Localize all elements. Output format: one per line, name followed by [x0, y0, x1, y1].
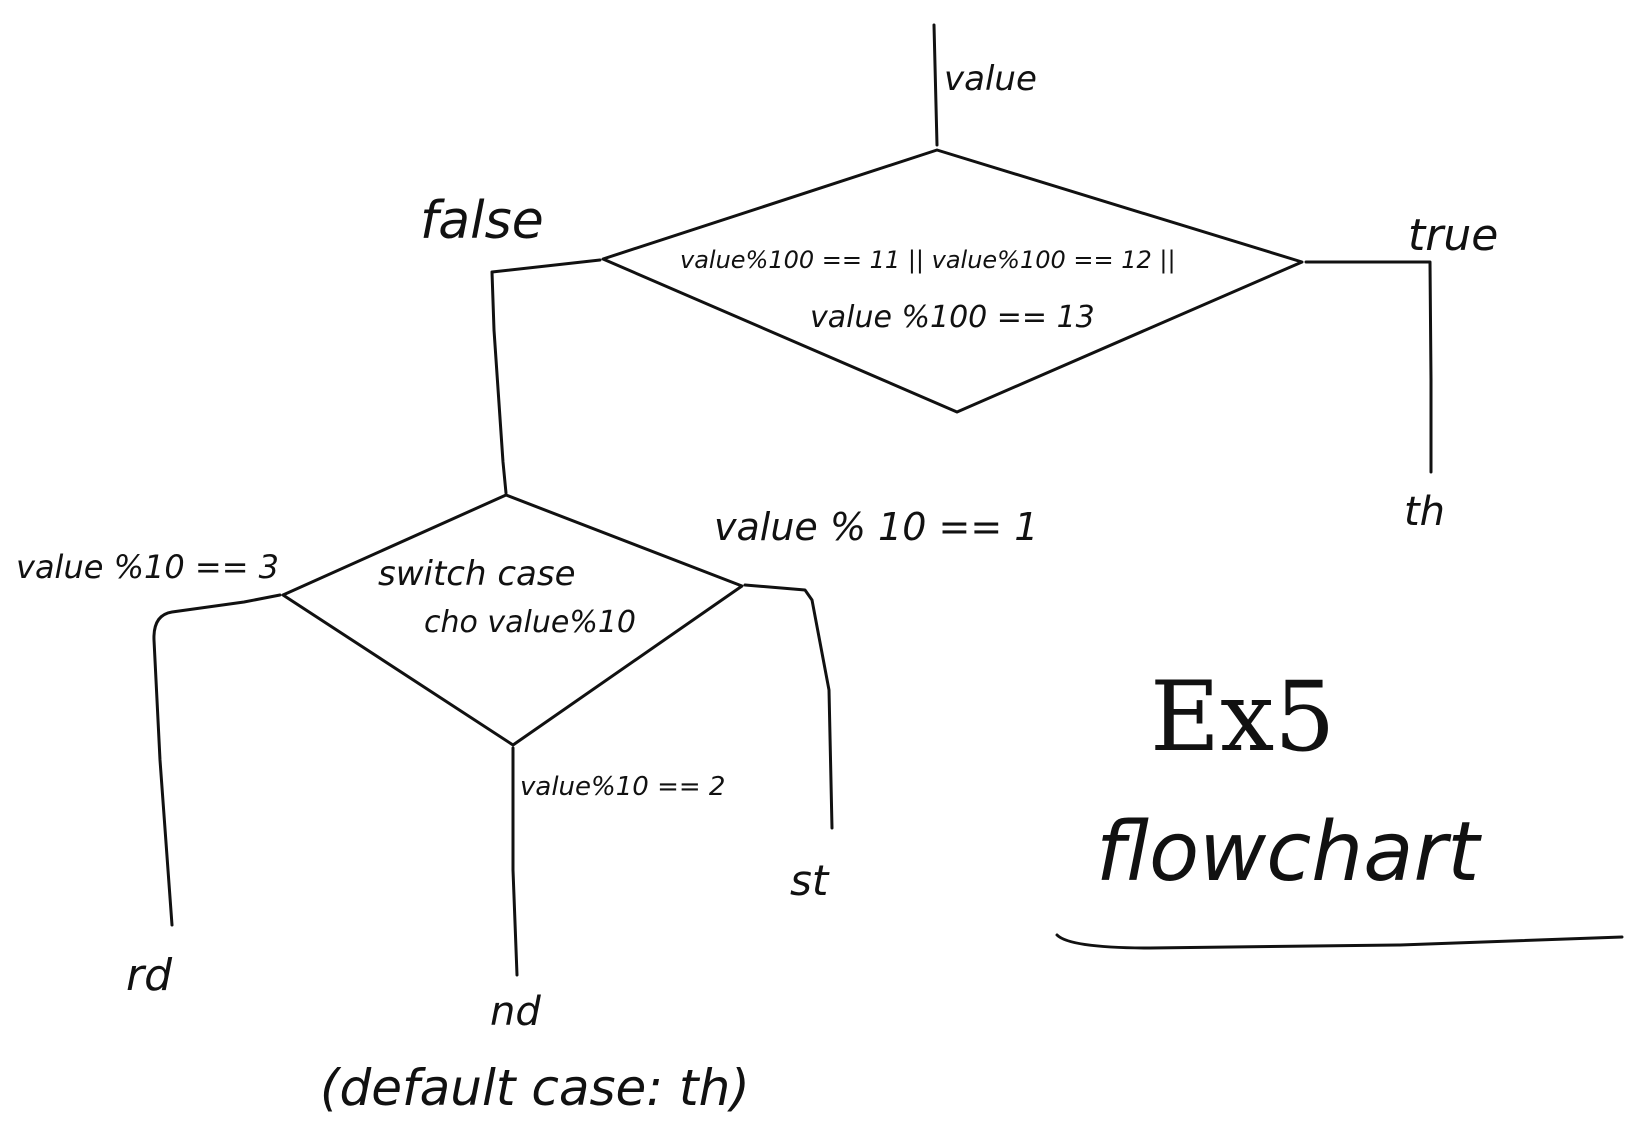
decision-1-condition-line2: value %100 == 13 — [810, 300, 1095, 335]
true-label: true — [1408, 210, 1498, 261]
st-output: st — [790, 856, 830, 905]
decision-diamond-1 — [601, 148, 1304, 414]
decision-diamond-2 — [281, 493, 744, 747]
decision-2-line2: cho value%10 — [424, 605, 636, 640]
th-output: th — [1404, 489, 1445, 535]
false-label: false — [420, 191, 544, 251]
nd-output: nd — [490, 989, 541, 1035]
decision-1-condition-line1: value%100 == 11 || value%100 == 12 || — [680, 246, 1176, 274]
case-2-branch-line — [511, 746, 519, 977]
input-label: value — [944, 59, 1037, 99]
default-case-note: (default case: th) — [320, 1059, 750, 1117]
rd-output: rd — [126, 950, 173, 1001]
title-line-1: Ex5 — [1150, 661, 1335, 773]
title-underline — [1055, 933, 1624, 950]
case-1-label: value % 10 == 1 — [714, 505, 1038, 549]
false-branch-line — [490, 258, 602, 495]
title-line-2: flowchart — [1096, 805, 1482, 900]
case-2-label: value%10 == 2 — [520, 772, 725, 802]
case-3-label: value %10 == 3 — [16, 548, 279, 586]
input-arrow-line — [932, 23, 939, 147]
case-3-branch-line — [152, 593, 282, 927]
decision-2-line1: switch case — [378, 554, 576, 594]
case-1-branch-line — [743, 583, 834, 830]
true-branch-line — [1304, 260, 1433, 474]
